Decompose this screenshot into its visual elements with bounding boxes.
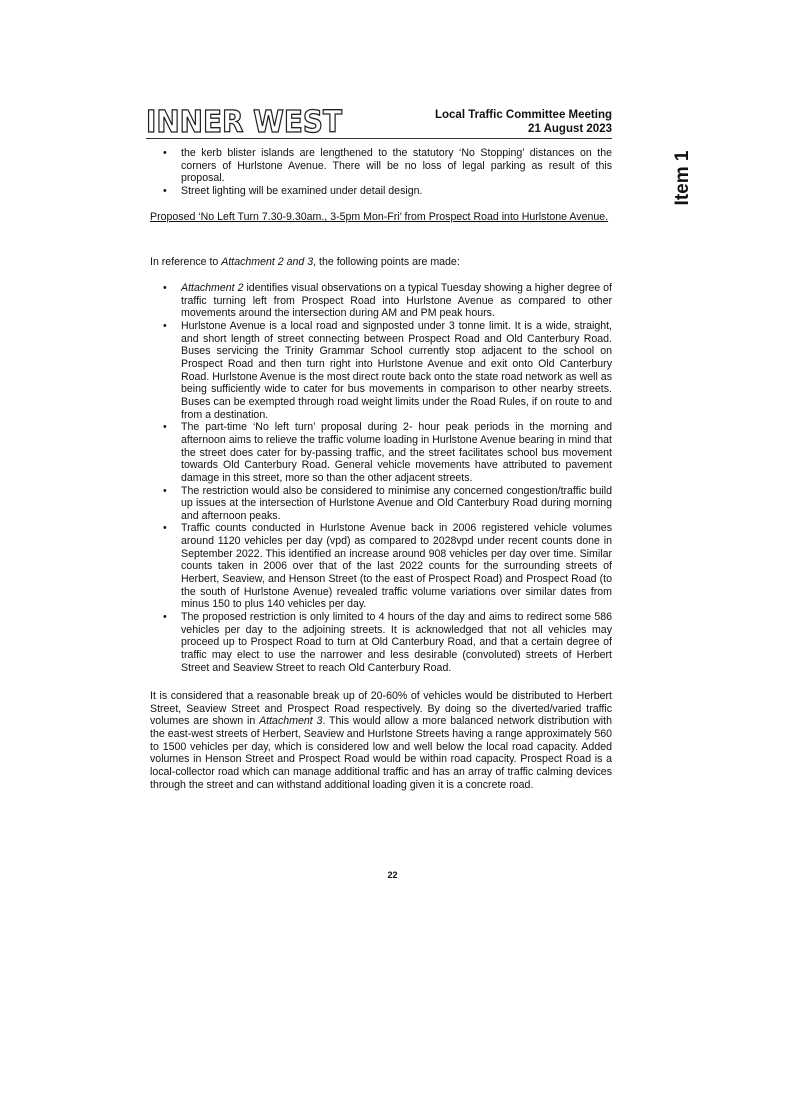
list-item: Hurlstone Avenue is a local road and sig… — [163, 320, 612, 421]
meeting-header: Local Traffic Committee Meeting 21 Augus… — [435, 108, 612, 136]
svg-text:INNER WEST: INNER WEST — [146, 105, 342, 136]
list-item: Attachment 2 identifies visual observati… — [163, 282, 612, 320]
list-item: Street lighting will be examined under d… — [163, 185, 612, 198]
list-item: The proposed restriction is only limited… — [163, 611, 612, 674]
reference-paragraph: In reference to Attachment 2 and 3, the … — [150, 256, 460, 268]
list-item: The restriction would also be considered… — [163, 485, 612, 523]
points-list: Attachment 2 identifies visual observati… — [163, 282, 612, 674]
list-item: Traffic counts conducted in Hurlstone Av… — [163, 522, 612, 611]
closing-paragraph: It is considered that a reasonable break… — [150, 690, 612, 791]
meeting-date: 21 August 2023 — [528, 123, 612, 135]
page-number: 22 — [387, 870, 398, 880]
meeting-title: Local Traffic Committee Meeting — [434, 109, 612, 121]
intro-bullets: the kerb blister islands are lengthened … — [163, 147, 612, 198]
section-heading: Proposed ‘No Left Turn 7.30-9.30am., 3-5… — [150, 211, 609, 223]
item-label: Item 1 — [672, 150, 693, 206]
header-rule — [146, 138, 612, 139]
inner-west-logo: INNER WEST — [146, 104, 343, 136]
list-item: The part-time ‘No left turn’ proposal du… — [163, 421, 612, 484]
list-item: the kerb blister islands are lengthened … — [163, 147, 612, 185]
